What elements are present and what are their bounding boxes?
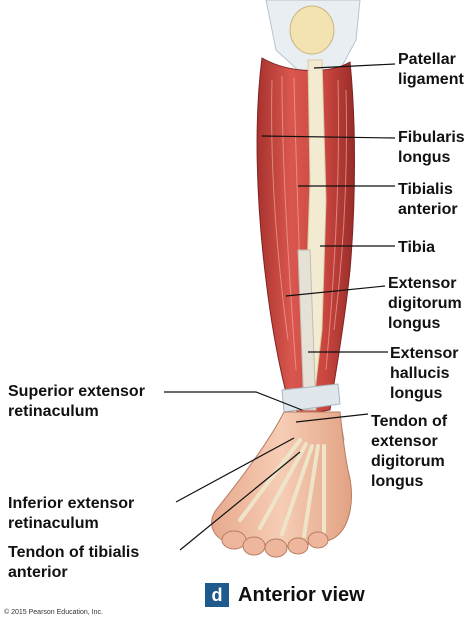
muscle-striations	[271, 75, 347, 381]
superior-retinaculum	[281, 383, 341, 413]
leader-lines	[164, 63, 396, 551]
toes	[221, 530, 329, 558]
copyright-notice: © 2015 Pearson Education, Inc.	[4, 609, 103, 616]
label-tibia: Tibia	[398, 239, 436, 256]
foot-tendons	[238, 438, 326, 538]
panel-letter-badge: d	[205, 583, 229, 607]
extensor-tendon	[297, 249, 317, 411]
view-title: Anterior view	[238, 584, 365, 606]
patella	[289, 5, 335, 55]
foot	[211, 411, 352, 548]
